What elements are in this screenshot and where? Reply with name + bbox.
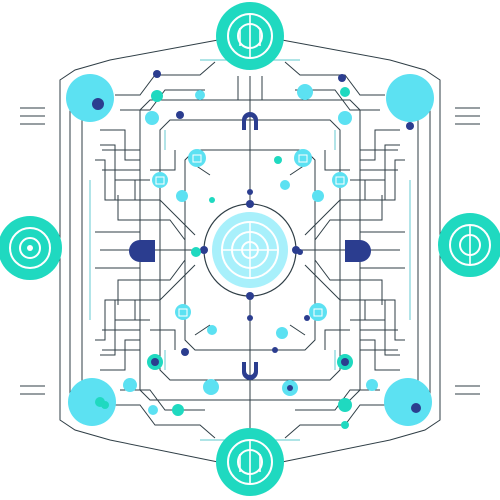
- right-node: [438, 213, 500, 277]
- connector-dot-icon: [386, 74, 434, 122]
- wiring: [10, 39, 490, 463]
- corner-node-bottom-left: [68, 378, 116, 426]
- left-node: [0, 216, 62, 280]
- port-connector-icon: [242, 362, 258, 380]
- component-pads: [101, 70, 378, 429]
- corner-node-bottom-right: [384, 378, 432, 426]
- corner-node-top-right: [386, 74, 434, 130]
- connector-dot-icon: [68, 378, 116, 426]
- circuit-node-icon: [438, 213, 500, 277]
- connector-dot-icon: [384, 378, 432, 426]
- port-connector-icon: [345, 240, 371, 262]
- center-hub: [200, 200, 300, 300]
- connector-dot-icon: [66, 74, 114, 122]
- side-ports: [129, 112, 371, 380]
- corner-node-top-left: [66, 74, 114, 122]
- port-connector-icon: [129, 240, 155, 262]
- port-connector-icon: [242, 112, 258, 130]
- top-node: [216, 2, 284, 70]
- bottom-node: [216, 428, 284, 496]
- pad-details: [155, 154, 345, 317]
